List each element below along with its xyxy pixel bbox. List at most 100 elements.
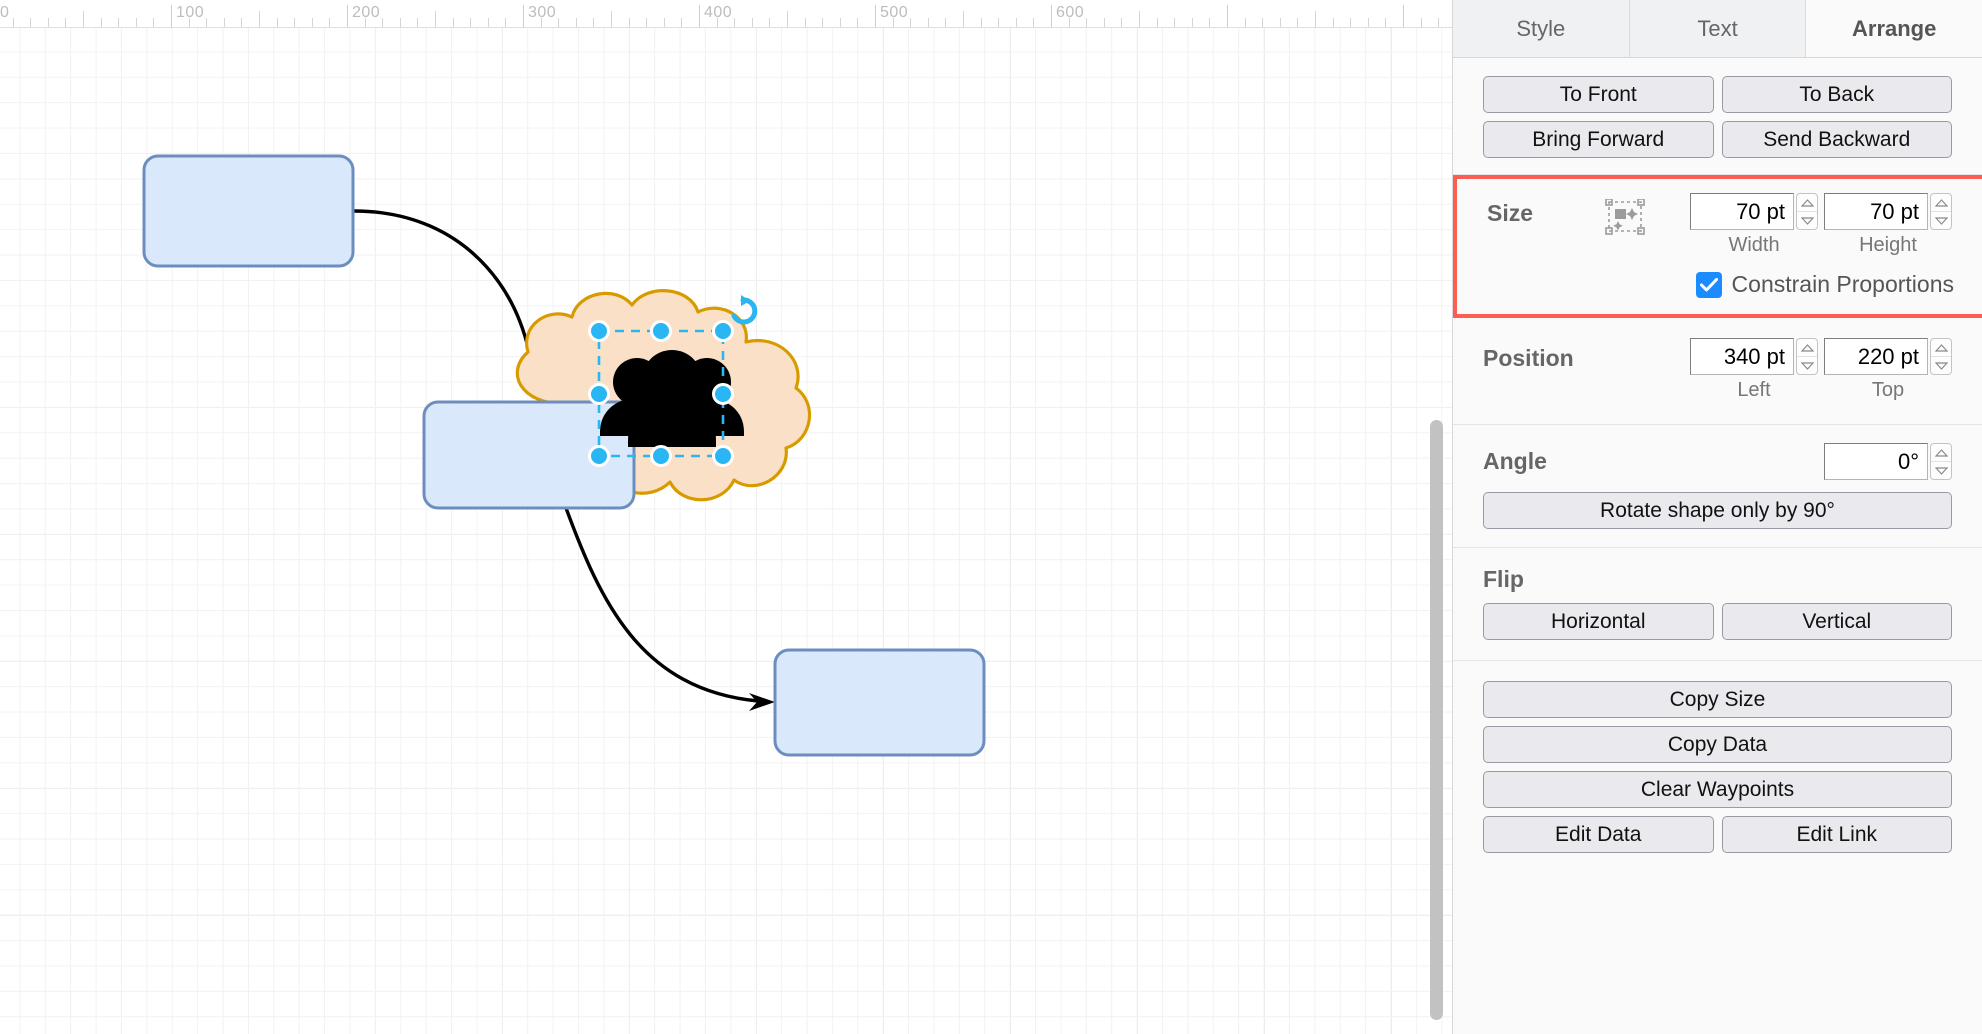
handle-e[interactable] [712,383,734,405]
ruler-label: 500 [880,4,909,21]
bring-forward-button[interactable]: Bring Forward [1483,121,1714,158]
constrain-proportions-checkbox[interactable] [1695,271,1722,298]
position-left-input[interactable] [1690,338,1794,375]
ruler-tick [681,18,683,27]
handle-s[interactable] [650,445,672,467]
angle-step-up[interactable] [1931,444,1951,462]
diagram-svg [142,154,986,757]
ruler-tick [1139,11,1140,27]
ruler-tick [1227,5,1228,27]
constrain-proportions-row[interactable]: Constrain Proportions [1457,257,1982,298]
width-input[interactable] [1690,193,1794,230]
position-top-stepper[interactable] [1930,338,1952,375]
handle-n[interactable] [650,320,672,342]
height-input[interactable] [1824,193,1928,230]
ruler-tick [1367,18,1369,27]
connector-2 [564,507,775,711]
position-top-step-up[interactable] [1931,339,1951,357]
position-left-step-down[interactable] [1797,357,1817,374]
to-back-button[interactable]: To Back [1721,76,1952,113]
edit-data-button[interactable]: Edit Data [1483,816,1714,853]
actions-section: Copy Size Copy Data Clear Waypoints Edit… [1453,661,1982,871]
shape-rect-bottom-right[interactable] [773,648,986,757]
send-backward-label: Send Backward [1763,127,1911,151]
tab-arrange[interactable]: Arrange [1806,0,1982,57]
ruler-tick [857,18,859,27]
ruler-tick [716,18,718,27]
edit-link-button[interactable]: Edit Link [1721,816,1952,853]
tab-style-label: Style [1516,15,1566,41]
ruler-tick [153,18,155,27]
ruler-tick [875,5,876,27]
order-section: To Front To Back Bring Forward Send Back… [1453,58,1982,175]
ruler-tick [523,5,524,27]
flip-horizontal-button[interactable]: Horizontal [1483,603,1714,640]
handle-se[interactable] [712,445,734,467]
scrollbar-thumb[interactable] [1430,420,1443,1020]
ruler-tick [1438,18,1440,27]
ruler-tick [12,18,14,27]
width-step-down[interactable] [1797,212,1817,229]
tab-style[interactable]: Style [1453,0,1630,57]
position-left-stepper[interactable] [1796,338,1818,375]
ruler-tick [628,18,630,27]
tab-text[interactable]: Text [1629,0,1807,57]
ruler-tick [1332,18,1334,27]
angle-section: Angle Rotate shape only by 90° [1453,425,1982,548]
ruler-tick [435,11,436,27]
ruler-label: 400 [704,4,733,21]
position-top-input[interactable] [1824,338,1928,375]
angle-step-down[interactable] [1931,462,1951,479]
rotate-shape-90-button[interactable]: Rotate shape only by 90° [1483,492,1952,529]
copy-data-button[interactable]: Copy Data [1483,726,1952,763]
angle-input[interactable] [1824,443,1928,480]
canvas-vertical-scrollbar[interactable] [1426,420,1448,1020]
ruler-tick [1051,5,1052,27]
ruler-tick [663,18,665,27]
ruler-tick [294,18,296,27]
clear-waypoints-button[interactable]: Clear Waypoints [1483,771,1952,808]
selection-handles[interactable] [0,0,1452,1034]
rotate-icon[interactable] [731,295,758,325]
shape-rect-top-left[interactable] [142,154,355,268]
to-front-button[interactable]: To Front [1483,76,1714,113]
flip-vertical-button[interactable]: Vertical [1721,603,1952,640]
handle-ne[interactable] [712,320,734,342]
height-label: Height [1859,234,1917,256]
handle-sw[interactable] [588,445,610,467]
copy-data-label: Copy Data [1667,732,1768,756]
ruler-tick [1297,18,1299,27]
ruler-tick [487,18,489,27]
ruler-tick [1385,18,1387,27]
position-left-step-up[interactable] [1797,339,1817,357]
autosize-icon[interactable] [1605,193,1651,240]
angle-stepper[interactable] [1930,443,1952,480]
ruler-tick [311,18,313,27]
constrain-proportions-label: Constrain Proportions [1731,271,1954,297]
position-label: Position [1483,345,1574,371]
ruler-tick [1156,18,1158,27]
send-backward-button[interactable]: Send Backward [1721,121,1952,158]
height-step-down[interactable] [1931,212,1951,229]
ruler-label: 0 [0,4,10,21]
width-stepper[interactable] [1796,193,1818,230]
ruler-tick [558,18,560,27]
position-top-step-down[interactable] [1931,357,1951,374]
ruler-tick [734,18,736,27]
clear-waypoints-label: Clear Waypoints [1640,777,1795,801]
ruler-tick [892,18,894,27]
ruler-tick [927,18,929,27]
ruler-tick [593,18,595,27]
ruler-tick [452,18,454,27]
ruler-tick [1033,18,1035,27]
width-step-up[interactable] [1797,194,1817,212]
height-step-up[interactable] [1931,194,1951,212]
copy-size-button[interactable]: Copy Size [1483,681,1952,718]
height-stepper[interactable] [1930,193,1952,230]
handle-w[interactable] [588,383,610,405]
handle-nw[interactable] [588,320,610,342]
ruler-tick [699,5,700,27]
ruler-tick [30,18,32,27]
